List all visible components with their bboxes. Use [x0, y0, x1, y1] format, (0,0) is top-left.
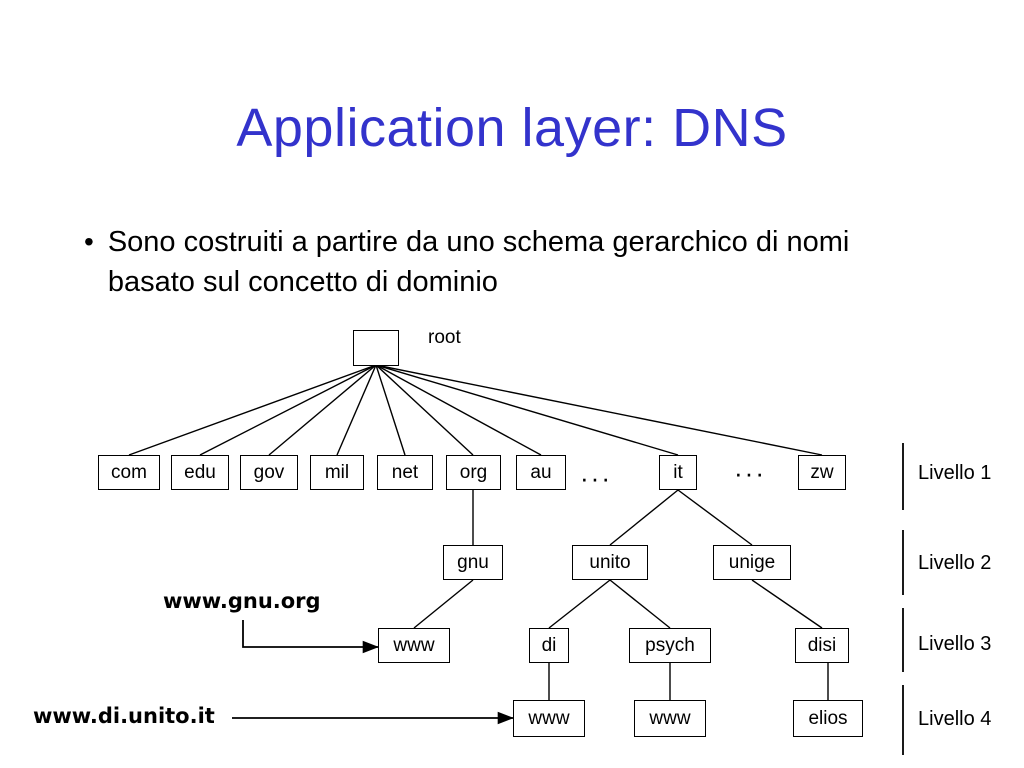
tree-node-it[interactable]: it	[659, 455, 697, 490]
tree-node-mil[interactable]: mil	[310, 455, 364, 490]
tree-node-www-gnu[interactable]: www	[378, 628, 450, 663]
ellipsis-left: ···	[580, 463, 612, 493]
root-caption: root	[428, 327, 461, 348]
level-label-4: Livello 4	[918, 708, 992, 730]
level-label-1: Livello 1	[918, 462, 992, 484]
annotation-www-gnu-org: www.gnu.org	[163, 589, 321, 613]
tree-node-www-psych[interactable]: www	[634, 700, 706, 737]
tree-node-unige[interactable]: unige	[713, 545, 791, 580]
bullet-marker-icon: •	[84, 226, 94, 257]
tree-node-di[interactable]: di	[529, 628, 569, 663]
tree-node-net[interactable]: net	[377, 455, 433, 490]
level-label-3: Livello 3	[918, 633, 992, 655]
tree-node-unito[interactable]: unito	[572, 545, 648, 580]
tree-node-au[interactable]: au	[516, 455, 566, 490]
tree-node-root[interactable]	[353, 330, 399, 366]
tree-node-org[interactable]: org	[446, 455, 501, 490]
tree-node-zw[interactable]: zw	[798, 455, 846, 490]
tree-node-disi[interactable]: disi	[795, 628, 849, 663]
ellipsis-right: ···	[734, 458, 766, 488]
tree-node-psych[interactable]: psych	[629, 628, 711, 663]
bullet-text: Sono costruiti a partire da uno schema g…	[107, 226, 850, 298]
tree-node-elios[interactable]: elios	[793, 700, 863, 737]
page-title: Application layer: DNS	[236, 98, 788, 158]
annotation-www-di-unito-it: www.di.unito.it	[33, 704, 215, 728]
tree-node-com[interactable]: com	[98, 455, 160, 490]
level-label-2: Livello 2	[918, 552, 992, 574]
tree-node-www-di[interactable]: www	[513, 700, 585, 737]
bullet-list: • Sono costruiti a partire da uno schema…	[84, 222, 964, 302]
tree-node-gov[interactable]: gov	[240, 455, 298, 490]
tree-node-edu[interactable]: edu	[171, 455, 229, 490]
tree-node-gnu[interactable]: gnu	[443, 545, 503, 580]
